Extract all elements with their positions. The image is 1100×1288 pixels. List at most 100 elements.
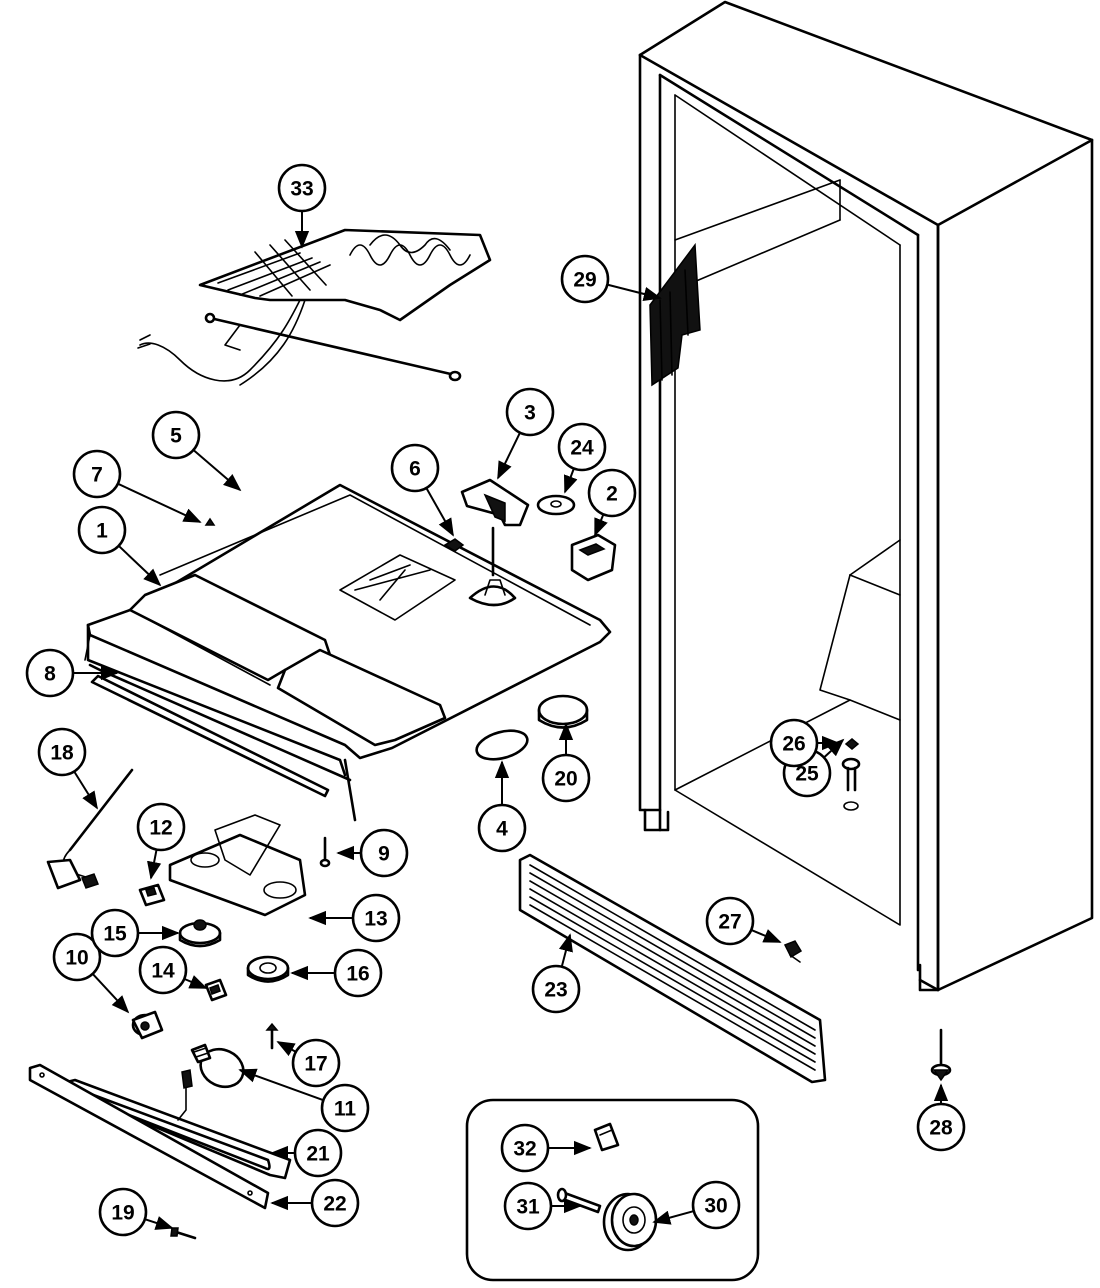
callout-label: 7 [91, 464, 103, 487]
callout-label: 22 [323, 1193, 346, 1216]
callout-label: 3 [524, 402, 536, 425]
callout-label: 18 [50, 742, 74, 765]
part-2-switch [570, 533, 617, 582]
callout-label: 13 [364, 908, 387, 931]
part-17-screw [265, 1022, 279, 1050]
callout-label: 24 [570, 437, 594, 460]
part-31-axle [556, 1187, 602, 1214]
part-30-wheel [602, 1192, 658, 1252]
leader-line-1 [118, 545, 162, 587]
callout-33: 33 [277, 163, 327, 213]
part-7-screw [204, 517, 216, 526]
inset-box [465, 1098, 760, 1282]
part-10-socket [131, 1010, 164, 1040]
part-3-thermostat [460, 478, 530, 577]
leader-line-18 [73, 770, 98, 810]
leader-line-19 [144, 1216, 174, 1230]
part-25-drain [841, 757, 861, 811]
callout-12: 12 [136, 802, 186, 852]
callout-21: 21 [293, 1128, 343, 1178]
callout-30: 30 [691, 1180, 741, 1230]
callout-20: 20 [541, 753, 591, 803]
callout-label: 32 [513, 1138, 536, 1161]
part-27-clip [783, 940, 803, 963]
callout-label: 2 [606, 483, 618, 506]
part-33-heater [137, 228, 492, 386]
callout-24: 24 [557, 422, 607, 472]
callout-label: 1 [96, 520, 108, 543]
part-12-clip [138, 883, 166, 907]
part-11-bulb [190, 1043, 245, 1089]
part-16-pulley [246, 955, 290, 983]
part-28-leveler [930, 1028, 952, 1082]
part-1-liner [84, 483, 612, 822]
callout-label: 28 [929, 1117, 953, 1140]
leader-line-24 [563, 468, 578, 494]
callout-label: 27 [718, 911, 741, 934]
leader-line-29 [607, 283, 662, 302]
part-24-washer [536, 494, 576, 516]
callout-label: 17 [304, 1053, 327, 1076]
callout-9: 9 [359, 828, 409, 878]
part-5-rod [204, 312, 462, 382]
callout-18: 18 [37, 727, 87, 777]
leader-line-7 [117, 482, 202, 523]
callout-label: 21 [306, 1143, 330, 1166]
leader-line-3 [497, 432, 521, 480]
part-26-screw [844, 738, 860, 750]
callout-1: 1 [77, 505, 127, 555]
callout-label: 11 [334, 1098, 357, 1121]
callout-31: 31 [503, 1181, 553, 1231]
callout-29: 29 [560, 254, 610, 304]
callout-label: 10 [65, 947, 88, 970]
part-19-screw [170, 1227, 197, 1240]
callout-15: 15 [90, 908, 140, 958]
callout-label: 26 [782, 733, 805, 756]
leader-line-5 [192, 449, 242, 492]
leader-line-12 [147, 849, 162, 880]
callout-label: 15 [103, 923, 127, 946]
callout-label: 23 [544, 979, 567, 1002]
part-20-disc [537, 694, 589, 729]
callout-label: 14 [151, 960, 175, 983]
leader-line-10 [91, 973, 130, 1014]
leader-line-17 [276, 1041, 297, 1057]
callout-2: 2 [587, 468, 637, 518]
callout-label: 25 [795, 763, 819, 786]
callout-label: 30 [704, 1195, 727, 1218]
callout-4: 4 [477, 803, 527, 853]
part-29-tape [649, 242, 701, 387]
callout-6: 6 [390, 443, 440, 493]
callout-label: 4 [496, 818, 508, 841]
callout-label: 31 [516, 1196, 540, 1219]
leader-line-23 [558, 933, 573, 967]
part-18-sensor [46, 768, 134, 890]
callout-22: 22 [310, 1178, 360, 1228]
leader-line-11 [238, 1068, 324, 1102]
callout-14: 14 [138, 945, 188, 995]
callout-label: 8 [44, 663, 56, 686]
callout-28: 28 [916, 1102, 966, 1152]
callout-label: 12 [149, 817, 172, 840]
part-23-grille [518, 853, 827, 1084]
callout-5: 5 [151, 410, 201, 460]
part-22-bracket [28, 1063, 270, 1210]
callout-label: 5 [170, 425, 182, 448]
callout-label: 29 [573, 269, 596, 292]
part-15-pulley [178, 919, 222, 948]
part-9-screw [319, 836, 331, 868]
part-14-clip [204, 978, 228, 1002]
callout-10: 10 [52, 932, 102, 982]
callout-label: 19 [111, 1202, 134, 1225]
callout-labels: 1234567891011121314151617181920212223242… [25, 163, 966, 1237]
part-13-housing [168, 814, 307, 917]
callout-8: 8 [25, 648, 75, 698]
callout-label: 20 [554, 768, 577, 791]
leader-line-6 [425, 487, 454, 537]
callout-32: 32 [500, 1123, 550, 1173]
callout-19: 19 [98, 1187, 148, 1237]
part-6-clip [443, 538, 465, 552]
part-4-ring [475, 729, 529, 761]
part-21-shield [53, 1069, 292, 1180]
